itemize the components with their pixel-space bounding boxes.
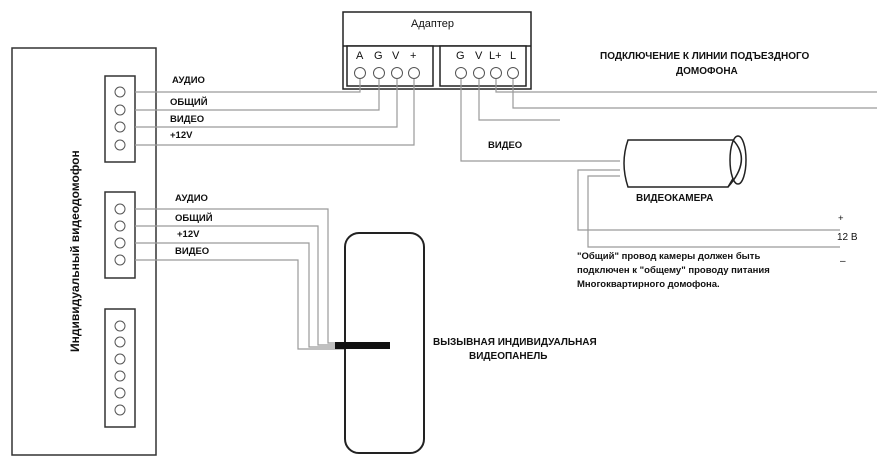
wire-camera-common — [478, 79, 560, 121]
block1-wire-12v: +12V — [170, 130, 193, 141]
adapter-terminal-lplus: L+ — [489, 50, 502, 62]
camera-label: ВИДЕОКАМЕРА — [636, 193, 714, 204]
adapter-terminal-a: A — [356, 50, 364, 62]
block2-wire-audio: АУДИО — [175, 193, 208, 204]
adapter-right-block — [439, 45, 527, 87]
note-line-1: "Общий" провод камеры должен быть — [577, 251, 761, 262]
call-panel-mount — [335, 342, 390, 349]
power-voltage-label: 12 В — [837, 232, 858, 243]
adapter-terminals — [354, 67, 519, 79]
line-connection-label-2: ДОМОФОНА — [676, 66, 738, 77]
wires-camera-power — [577, 169, 840, 248]
wires-line — [495, 79, 877, 109]
adapter-terminal-v2: V — [475, 50, 483, 62]
block2-wire-common: ОБЩИЙ — [175, 213, 213, 224]
note-line-3: Многоквартирного домофона. — [577, 279, 720, 290]
block1-terminals — [114, 86, 126, 151]
adapter-terminal-g2: G — [456, 50, 465, 62]
power-minus-label: – — [840, 256, 846, 267]
indoor-unit-title: Индивидуальный видеодомофон — [68, 150, 82, 352]
block1-wire-common: ОБЩИЙ — [170, 97, 208, 108]
wires-block2 — [135, 208, 345, 350]
block2-terminals — [114, 203, 126, 266]
block1-wire-audio: АУДИО — [172, 75, 205, 86]
camera-video-wire-label: ВИДЕО — [488, 140, 523, 151]
adapter-terminal-plus: + — [410, 50, 417, 62]
adapter-title: Адаптер — [411, 18, 454, 30]
block2-wire-video: ВИДЕО — [175, 246, 210, 257]
block3-terminals — [114, 320, 126, 416]
camera-icon — [623, 135, 747, 188]
adapter-terminal-l: L — [510, 50, 517, 62]
adapter-terminal-v: V — [392, 50, 400, 62]
wires-block1 — [135, 79, 415, 146]
call-panel-label-1: ВЫЗЫВНАЯ ИНДИВИДУАЛЬНАЯ — [433, 337, 597, 348]
power-plus-label: + — [838, 213, 844, 224]
adapter-terminal-g: G — [374, 50, 383, 62]
camera-common-note: "Общий" провод камеры должен быть подклю… — [577, 250, 770, 292]
call-panel-label-2: ВИДЕОПАНЕЛЬ — [469, 351, 548, 362]
wire-camera-video — [460, 79, 620, 162]
note-line-2: подключен к "общему" проводу питания — [577, 265, 770, 276]
adapter-left-block — [346, 45, 434, 87]
block2-wire-12v: +12V — [177, 229, 200, 240]
line-connection-label-1: ПОДКЛЮЧЕНИЕ К ЛИНИИ ПОДЪЕЗДНОГО — [600, 51, 810, 62]
block1-wire-video: ВИДЕО — [170, 114, 205, 125]
